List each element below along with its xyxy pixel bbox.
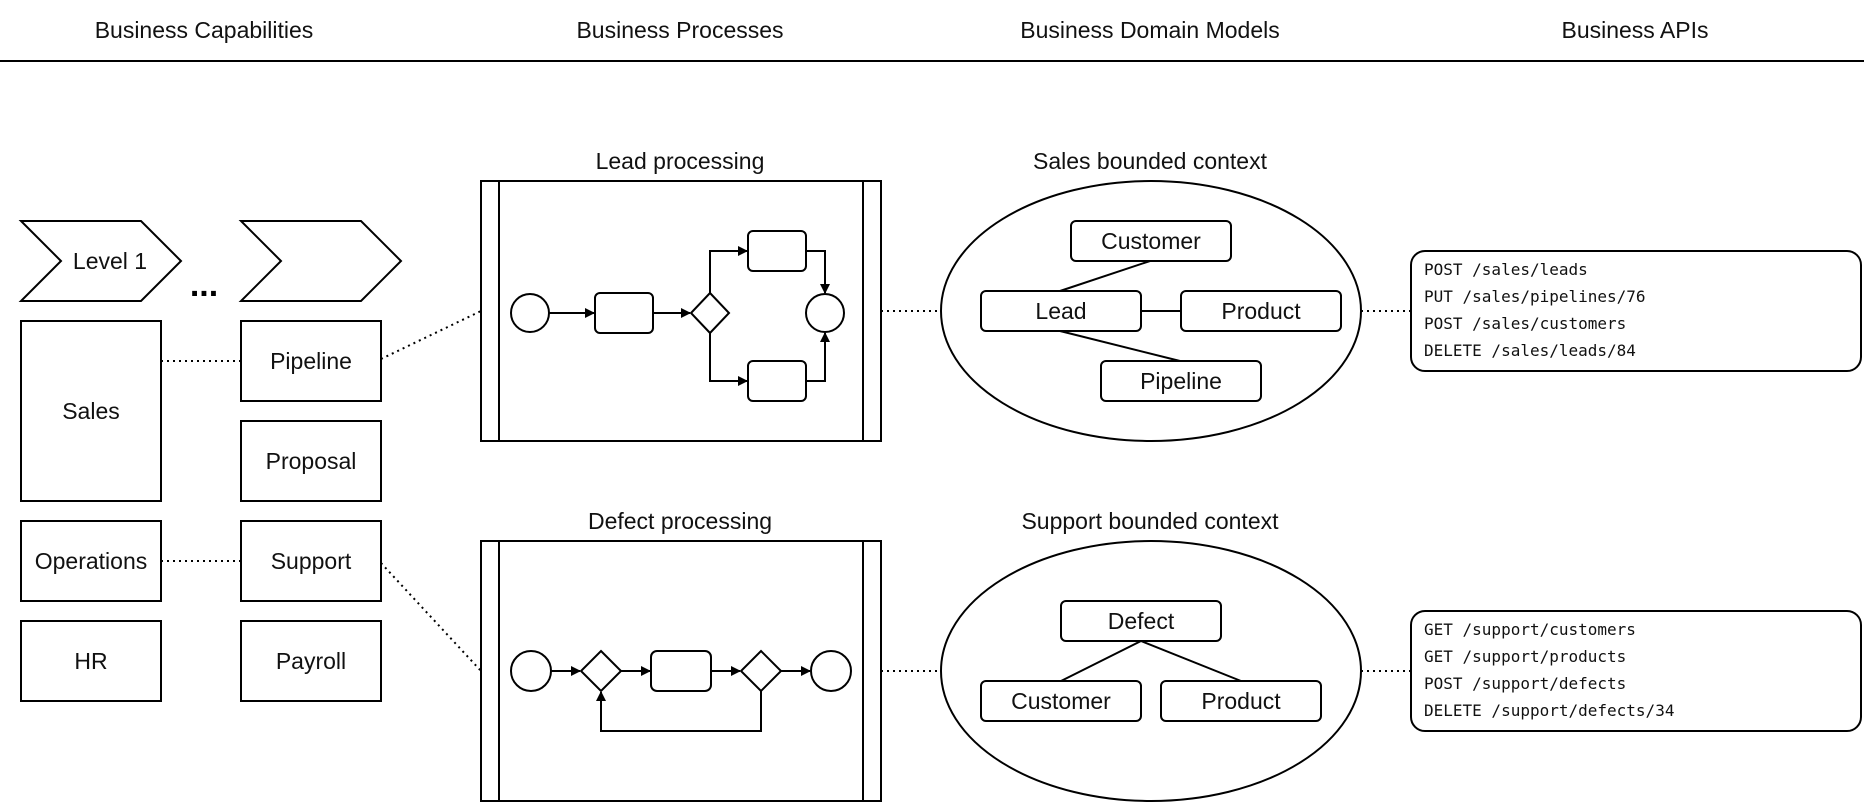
column-headers: Business Capabilities Business Processes… [0,17,1864,62]
api-endpoint: POST /support/defects [1424,674,1626,693]
svg-text:Customer: Customer [1011,688,1111,714]
entity-product[interactable]: Product [1160,680,1322,722]
svg-text:Defect: Defect [1108,608,1175,634]
api-endpoint: GET /support/customers [1424,620,1636,639]
level-n-chevron[interactable] [238,220,403,302]
capability-operations-label: Operations [35,548,148,574]
capability-hr-label: HR [74,648,107,674]
capability-pipeline-label: Pipeline [270,348,352,374]
start-event-icon [510,650,552,692]
capability-operations[interactable]: Operations [20,520,162,602]
process-defect-processing[interactable]: Defect processing [480,508,882,802]
header-business-capabilities: Business Capabilities [95,17,314,43]
task-icon [650,650,712,692]
capability-hr[interactable]: HR [20,620,162,702]
process-defect-processing-title: Defect processing [588,508,772,534]
svg-text:Pipeline: Pipeline [1140,368,1222,394]
support-context-title: Support bounded context [1021,508,1279,534]
entity-defect[interactable]: Defect [1060,600,1222,642]
connector-pipeline-lead-processing [380,310,482,360]
capability-support[interactable]: Support [240,520,382,602]
capability-payroll-label: Payroll [276,648,346,674]
api-endpoint: POST /sales/leads [1424,260,1588,279]
connector-support-defect-processing [380,562,482,672]
task-icon [747,230,807,272]
header-business-domain-models: Business Domain Models [1020,17,1280,43]
svg-text:Lead: Lead [1035,298,1086,324]
entity-product[interactable]: Product [1180,290,1342,332]
dotted-connectors [161,310,1411,672]
api-endpoint: GET /support/products [1424,647,1626,666]
capability-proposal[interactable]: Proposal [240,420,382,502]
task-icon [594,292,654,334]
domain-support-bounded-context[interactable]: Support bounded context Defect Customer … [940,508,1362,802]
svg-text:Product: Product [1201,688,1281,714]
capability-pipeline[interactable]: Pipeline [240,320,382,402]
svg-text:Product: Product [1221,298,1301,324]
capability-payroll[interactable]: Payroll [240,620,382,702]
capability-sales-label: Sales [62,398,120,424]
capability-support-label: Support [271,548,352,574]
ellipsis: ... [190,266,218,304]
api-endpoint: POST /sales/customers [1424,314,1626,333]
api-endpoint: DELETE /sales/leads/84 [1424,341,1636,360]
api-endpoint: PUT /sales/pipelines/76 [1424,287,1646,306]
entity-lead[interactable]: Lead [980,290,1142,332]
api-sales-endpoints[interactable]: POST /sales/leads PUT /sales/pipelines/7… [1410,250,1862,372]
svg-text:Customer: Customer [1101,228,1201,254]
api-support-endpoints[interactable]: GET /support/customers GET /support/prod… [1410,610,1862,732]
header-business-apis: Business APIs [1561,17,1708,43]
sales-context-title: Sales bounded context [1033,148,1268,174]
task-icon [747,360,807,402]
api-endpoint: DELETE /support/defects/34 [1424,701,1674,720]
header-business-processes: Business Processes [576,17,783,43]
level-1-chevron[interactable]: Level 1 [18,220,183,302]
entity-customer[interactable]: Customer [980,680,1142,722]
process-lead-processing-title: Lead processing [596,148,765,174]
start-event-icon [510,293,550,333]
end-event-icon [805,293,845,333]
capability-proposal-label: Proposal [266,448,357,474]
entity-customer[interactable]: Customer [1070,220,1232,262]
end-event-icon [810,650,852,692]
loop-back-arrow [596,691,762,732]
process-lead-processing[interactable]: Lead processing [480,148,882,442]
capability-sales[interactable]: Sales [20,320,162,502]
level-1-label: Level 1 [73,248,147,274]
entity-pipeline[interactable]: Pipeline [1100,360,1262,402]
domain-sales-bounded-context[interactable]: Sales bounded context Customer Lead Prod… [940,148,1362,442]
